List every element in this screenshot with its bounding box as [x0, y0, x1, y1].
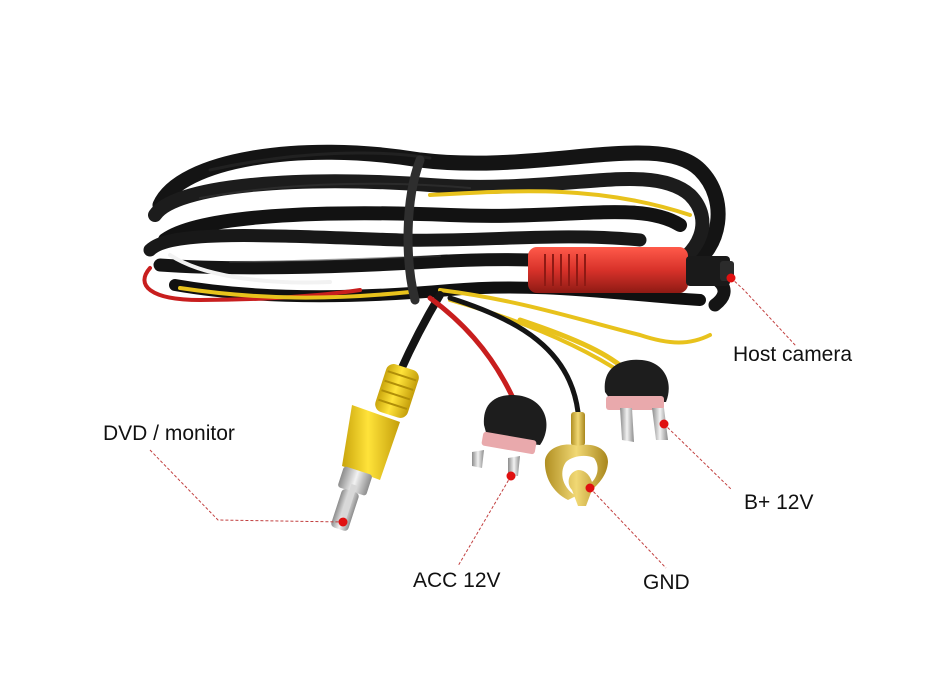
- rca-wire: [396, 291, 444, 376]
- label-gnd: GND: [643, 571, 690, 594]
- marker-acc: [506, 471, 516, 481]
- host-camera-connector: [528, 247, 734, 293]
- leader-acc: [457, 475, 512, 567]
- leader-gnd: [589, 487, 667, 569]
- left-colored-wires: [142, 253, 412, 303]
- marker-bplus: [659, 419, 669, 429]
- leader-lines: [149, 277, 797, 569]
- gnd-wire: [447, 295, 581, 415]
- leader-dvd-monitor: [149, 449, 344, 523]
- marker-host-camera: [726, 273, 736, 283]
- marker-gnd: [585, 483, 595, 493]
- bplus-fuse: [604, 359, 669, 442]
- rca-plug: [331, 364, 419, 531]
- leader-host-camera: [730, 277, 797, 347]
- gnd-spade: [544, 412, 608, 506]
- marker-dots: [338, 273, 736, 527]
- acc-wire: [427, 295, 515, 399]
- label-host-camera: Host camera: [733, 343, 853, 366]
- label-b-plus-12v: B+ 12V: [744, 491, 814, 514]
- label-dvd-monitor: DVD / monitor: [103, 422, 235, 445]
- acc-fuse: [472, 395, 547, 476]
- cable-tie: [403, 155, 425, 305]
- leader-bplus: [663, 423, 733, 491]
- label-acc-12v: ACC 12V: [413, 569, 501, 592]
- marker-dvd-monitor: [338, 517, 348, 527]
